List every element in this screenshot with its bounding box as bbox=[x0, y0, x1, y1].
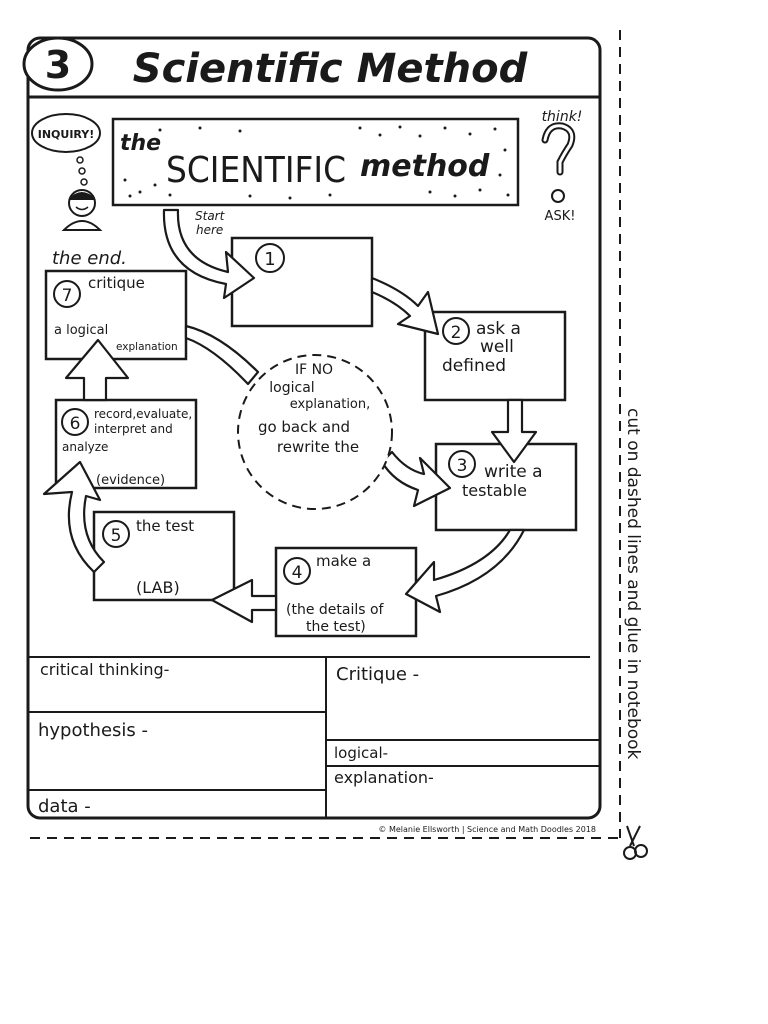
step-4-line-3: the test) bbox=[306, 619, 366, 635]
step-3-line-2: testable bbox=[462, 481, 527, 500]
center-note-line-2: logical bbox=[269, 380, 314, 396]
step-6-number: 6 bbox=[70, 414, 81, 434]
side-cut-instruction: cut on dashed lines and glue in notebook bbox=[623, 408, 643, 760]
step-5-line-1: the test bbox=[136, 517, 194, 535]
step-4-line-1: make a bbox=[316, 552, 371, 570]
scissors-icon bbox=[623, 825, 648, 860]
vocab-logical: logical- bbox=[334, 744, 388, 762]
page-title: Scientific Method bbox=[133, 46, 528, 92]
inquiry-bubble bbox=[31, 113, 101, 153]
ask-label: ASK! bbox=[545, 209, 576, 224]
center-note-line-1: IF NO bbox=[295, 362, 333, 378]
step-7-number: 7 bbox=[62, 286, 73, 306]
step-3-line-1: write a bbox=[484, 462, 543, 482]
step-5-number: 5 bbox=[111, 526, 122, 546]
vocab-critique: Critique - bbox=[336, 664, 419, 685]
step-1-box bbox=[230, 236, 374, 328]
step-2-number: 2 bbox=[451, 323, 462, 343]
arrow-1-to-2 bbox=[370, 276, 440, 336]
step-6-line-4: (evidence) bbox=[96, 473, 165, 488]
step-2-line-2: well bbox=[480, 337, 514, 357]
step-2-line-3: defined bbox=[442, 356, 506, 376]
connector-7-to-center bbox=[184, 324, 260, 386]
vocab-critical-thinking: critical thinking- bbox=[40, 660, 169, 679]
start-label-2: here bbox=[196, 223, 223, 237]
copyright: © Melanie Ellsworth | Science and Math D… bbox=[378, 825, 596, 834]
arrow-start-to-1 bbox=[162, 208, 256, 300]
the-end-label: the end. bbox=[52, 248, 127, 269]
vocab-hypothesis: hypothesis - bbox=[38, 720, 148, 741]
step-6-line-2: interpret and bbox=[94, 422, 173, 436]
step-6-line-1: record,evaluate, bbox=[94, 407, 192, 421]
page-number-circle bbox=[22, 36, 94, 92]
step-4-number: 4 bbox=[292, 563, 303, 583]
rewrite-circle bbox=[237, 354, 393, 510]
step-3-number: 3 bbox=[457, 456, 468, 476]
step-6-line-3: analyze bbox=[62, 440, 108, 454]
vocab-data: data - bbox=[38, 796, 91, 817]
start-label-1: Start bbox=[195, 209, 226, 223]
banner-the: the bbox=[120, 131, 161, 156]
think-label: think! bbox=[542, 109, 583, 125]
person-icon bbox=[61, 189, 103, 231]
center-note-line-4: go back and bbox=[258, 418, 350, 436]
step-number-circles bbox=[53, 243, 476, 585]
step-5-line-2: (LAB) bbox=[136, 578, 180, 597]
card-border bbox=[26, 36, 602, 820]
step-7-line-3: explanation bbox=[116, 341, 178, 353]
arrow-6-to-7 bbox=[64, 338, 130, 402]
vocab-grid bbox=[28, 656, 600, 818]
arrow-3-to-4 bbox=[404, 528, 526, 614]
arrow-center-to-3 bbox=[380, 450, 452, 508]
step-4-line-2: (the details of bbox=[286, 602, 385, 618]
banner-method: method bbox=[360, 149, 490, 184]
vocab-explanation: explanation- bbox=[334, 768, 434, 787]
step-2-line-1: ask a bbox=[476, 319, 521, 339]
step-7-line-1: critique bbox=[88, 274, 145, 292]
arrow-4-to-5 bbox=[210, 578, 278, 624]
inquiry-label: INQUIRY! bbox=[38, 128, 95, 141]
banner-scientific: SCIENTIFIC bbox=[166, 150, 346, 191]
banner-dots bbox=[123, 125, 510, 200]
banner-box bbox=[111, 117, 520, 207]
arrow-5-to-6 bbox=[42, 460, 106, 574]
question-mark-icon bbox=[541, 122, 576, 203]
center-note-line-5: rewrite the bbox=[277, 438, 359, 456]
step-7-line-2: a logical bbox=[54, 323, 108, 338]
page-number: 3 bbox=[45, 43, 71, 87]
flow-arrows bbox=[42, 208, 538, 624]
step-1-number: 1 bbox=[264, 249, 275, 270]
center-note-line-3: explanation, bbox=[290, 397, 371, 412]
arrow-2-to-3 bbox=[490, 398, 538, 464]
